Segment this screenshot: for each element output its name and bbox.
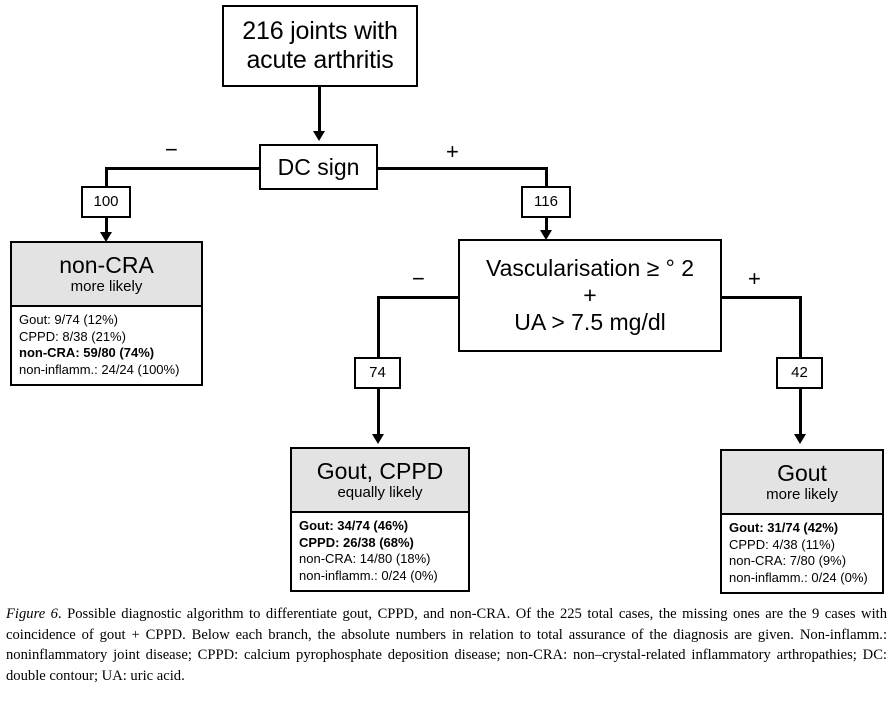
edge-dc-minus-down: [105, 167, 108, 187]
arrowhead-74-to-gout-cppd: [372, 434, 384, 444]
node-gout-cppd-subtitle: equally likely: [337, 484, 423, 501]
edge-dc-plus-horizontal: [376, 167, 548, 170]
stat-row: non-CRA: 14/80 (18%): [299, 551, 431, 566]
stat-row: Gout: 31/74 (42%): [729, 520, 839, 535]
node-vascularisation-line3: UA > 7.5 mg/dl: [514, 309, 666, 335]
stat-row: Gout: 34/74 (46%): [299, 518, 409, 533]
node-dc-sign: DC sign: [259, 144, 378, 190]
edge-vasc-plus-down: [799, 296, 802, 358]
count-box-vasc-positive-value: 42: [791, 364, 808, 381]
edge-42-to-gout: [799, 388, 802, 438]
node-gout-cppd-header: Gout, CPPD equally likely: [290, 447, 470, 513]
node-gout-cppd-title: Gout, CPPD: [316, 458, 444, 484]
stat-row: non-inflamm.: 24/24 (100%): [19, 361, 180, 377]
edge-dc-minus-horizontal: [105, 167, 261, 170]
figure-caption-text: . Possible diagnostic algorithm to diffe…: [6, 606, 887, 684]
arrowhead-116-to-vascularisation: [540, 230, 552, 240]
edge-100-to-non-cra: [105, 217, 108, 236]
arrowhead-100-to-non-cra: [100, 232, 112, 242]
node-non-cra-subtitle: more likely: [70, 278, 143, 295]
node-gout-title: Gout: [777, 460, 827, 486]
arrowhead-root-to-dc: [313, 131, 325, 141]
count-box-dc-positive-value: 116: [534, 193, 558, 210]
stat-row: non-CRA: 59/80 (74%): [19, 345, 155, 360]
branch-label-dc-plus: +: [446, 139, 459, 164]
node-root: 216 joints with acute arthritis: [222, 5, 418, 87]
figure-caption-label: Figure 6: [6, 606, 58, 622]
branch-label-vasc-minus: −: [412, 266, 425, 291]
stat-row: Gout: 9/74 (12%): [19, 312, 118, 327]
count-box-dc-negative-value: 100: [93, 193, 119, 210]
arrowhead-42-to-gout: [794, 434, 806, 444]
count-box-vasc-positive: 42: [776, 357, 823, 389]
branch-label-dc-minus: −: [165, 137, 178, 162]
edge-vasc-minus-horizontal: [377, 296, 460, 299]
node-gout-cppd-stats: Gout: 34/74 (46%) CPPD: 26/38 (68%) non-…: [290, 513, 470, 592]
edge-116-to-vascularisation: [545, 217, 548, 236]
edge-root-to-dc: [318, 87, 321, 133]
branch-label-vasc-plus: +: [748, 266, 761, 291]
stat-row: CPPD: 8/38 (21%): [19, 328, 126, 344]
node-gout-stats: Gout: 31/74 (42%) CPPD: 4/38 (11%) non-C…: [720, 515, 884, 594]
count-box-dc-positive: 116: [521, 186, 571, 218]
node-vascularisation-line2: +: [583, 282, 597, 308]
node-root-line1: 216 joints with: [242, 17, 398, 45]
count-box-dc-negative: 100: [81, 186, 131, 218]
node-non-cra-title: non-CRA: [59, 252, 154, 278]
node-root-line2: acute arthritis: [246, 46, 394, 74]
node-dc-sign-label: DC sign: [277, 153, 360, 180]
edge-vasc-plus-horizontal: [720, 296, 802, 299]
stat-row: CPPD: 26/38 (68%): [299, 534, 414, 550]
node-gout-subtitle: more likely: [766, 486, 838, 503]
count-box-vasc-negative-value: 74: [369, 364, 386, 381]
edge-dc-plus-down: [545, 167, 548, 187]
node-vascularisation: Vascularisation ≥ ° 2 + UA > 7.5 mg/dl: [458, 239, 722, 352]
node-non-cra-stats: Gout: 9/74 (12%) CPPD: 8/38 (21%) non-CR…: [10, 307, 203, 386]
node-vascularisation-line1: Vascularisation ≥ ° 2: [485, 255, 695, 281]
node-gout-header: Gout more likely: [720, 449, 884, 515]
edge-vasc-minus-down: [377, 296, 380, 358]
figure-caption: Figure 6. Possible diagnostic algorithm …: [6, 604, 887, 686]
stat-row: CPPD: 4/38 (11%): [729, 536, 835, 552]
count-box-vasc-negative: 74: [354, 357, 401, 389]
node-non-cra-header: non-CRA more likely: [10, 241, 203, 307]
stat-row: non-CRA: 7/80 (9%): [729, 553, 847, 568]
stat-row: non-inflamm.: 0/24 (0%): [729, 569, 868, 585]
stat-row: non-inflamm.: 0/24 (0%): [299, 567, 438, 583]
edge-74-to-gout-cppd: [377, 388, 380, 438]
